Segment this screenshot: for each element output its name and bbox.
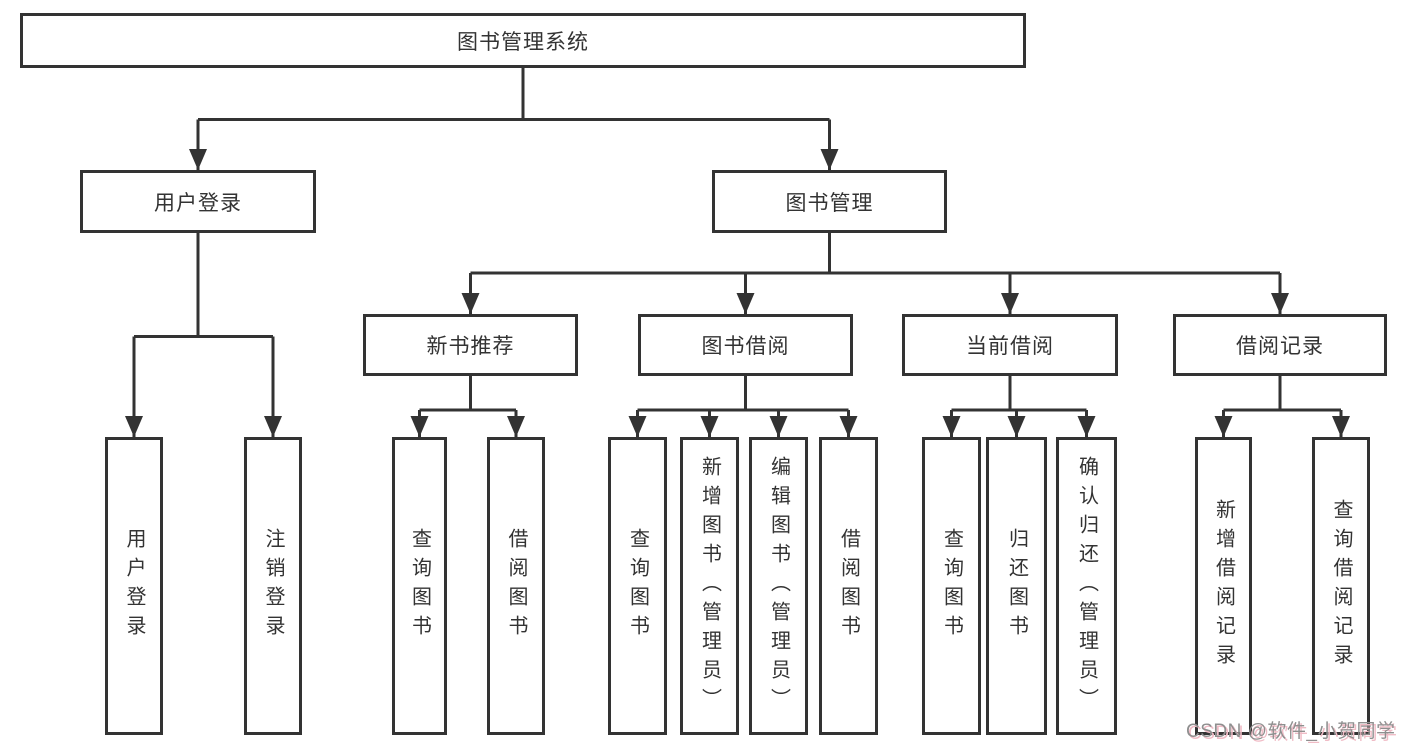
watermark: CSDN @软件_小贺同学: [1186, 721, 1396, 742]
leaf-query-books-current: 查询图书: [922, 437, 981, 735]
leaf-query-borrow-record-label: 查询借阅记录: [1330, 499, 1352, 673]
node-user-login: 用户登录: [80, 170, 316, 233]
leaf-return-books: 归还图书: [986, 437, 1047, 735]
leaf-user-login: 用户登录: [105, 437, 163, 735]
node-root-label: 图书管理系统: [457, 30, 589, 54]
leaf-logout: 注销登录: [244, 437, 302, 735]
trunk-root: [198, 68, 830, 121]
node-book-borrow-label: 图书借阅: [701, 335, 790, 358]
leaf-borrow-books: 借阅图书: [819, 437, 878, 735]
leaf-query-books-recommend: 查询图书: [392, 437, 447, 735]
node-book-management: 图书管理: [712, 170, 947, 233]
trunk-new-book: [419, 376, 516, 412]
leaf-confirm-return-admin-label: 确认归还（管理员）: [1075, 455, 1098, 717]
node-user-login-label: 用户登录: [154, 191, 242, 215]
leaf-borrow-books-label: 借阅图书: [837, 528, 860, 644]
trunk-borrow-records: [1223, 376, 1341, 412]
node-new-book-recommend: 新书推荐: [363, 314, 578, 376]
leaf-confirm-return-admin: 确认归还（管理员）: [1056, 437, 1117, 735]
trunk-current-borrow: [951, 376, 1087, 412]
leaf-query-borrow-record: 查询借阅记录: [1312, 437, 1370, 735]
node-current-borrow: 当前借阅: [902, 314, 1118, 376]
trunk-user-login: [134, 233, 273, 338]
trunk-book-mgmt: [470, 233, 1280, 275]
leaf-edit-books-admin: 编辑图书（管理员）: [749, 437, 808, 735]
node-new-book-recommend-label: 新书推荐: [426, 335, 515, 358]
node-borrow-records: 借阅记录: [1173, 314, 1387, 376]
connector-group: [125, 68, 1350, 437]
leaf-query-books-recommend-label: 查询图书: [408, 528, 431, 644]
leaf-edit-books-admin-label: 编辑图书（管理员）: [767, 455, 790, 717]
leaf-borrow-books-recommend: 借阅图书: [487, 437, 545, 735]
trunk-book-borrow: [637, 376, 849, 412]
leaf-borrow-books-recommend-label: 借阅图书: [505, 528, 527, 644]
leaf-add-borrow-record: 新增借阅记录: [1195, 437, 1252, 735]
node-book-borrow: 图书借阅: [638, 314, 853, 376]
node-root: 图书管理系统: [20, 13, 1026, 68]
leaf-add-books-admin: 新增图书（管理员）: [680, 437, 739, 735]
leaf-return-books-label: 归还图书: [1005, 528, 1028, 644]
node-current-borrow-label: 当前借阅: [966, 335, 1054, 358]
leaf-query-books-borrow: 查询图书: [608, 437, 667, 735]
leaf-add-borrow-record-label: 新增借阅记录: [1212, 499, 1235, 673]
node-book-management-label: 图书管理: [785, 191, 874, 215]
node-borrow-records-label: 借阅记录: [1236, 335, 1324, 358]
leaf-add-books-admin-label: 新增图书（管理员）: [698, 455, 721, 717]
leaf-logout-label: 注销登录: [262, 528, 284, 644]
leaf-user-login-label: 用户登录: [123, 528, 145, 644]
leaf-query-books-current-label: 查询图书: [940, 528, 963, 644]
leaf-query-books-borrow-label: 查询图书: [626, 528, 649, 644]
